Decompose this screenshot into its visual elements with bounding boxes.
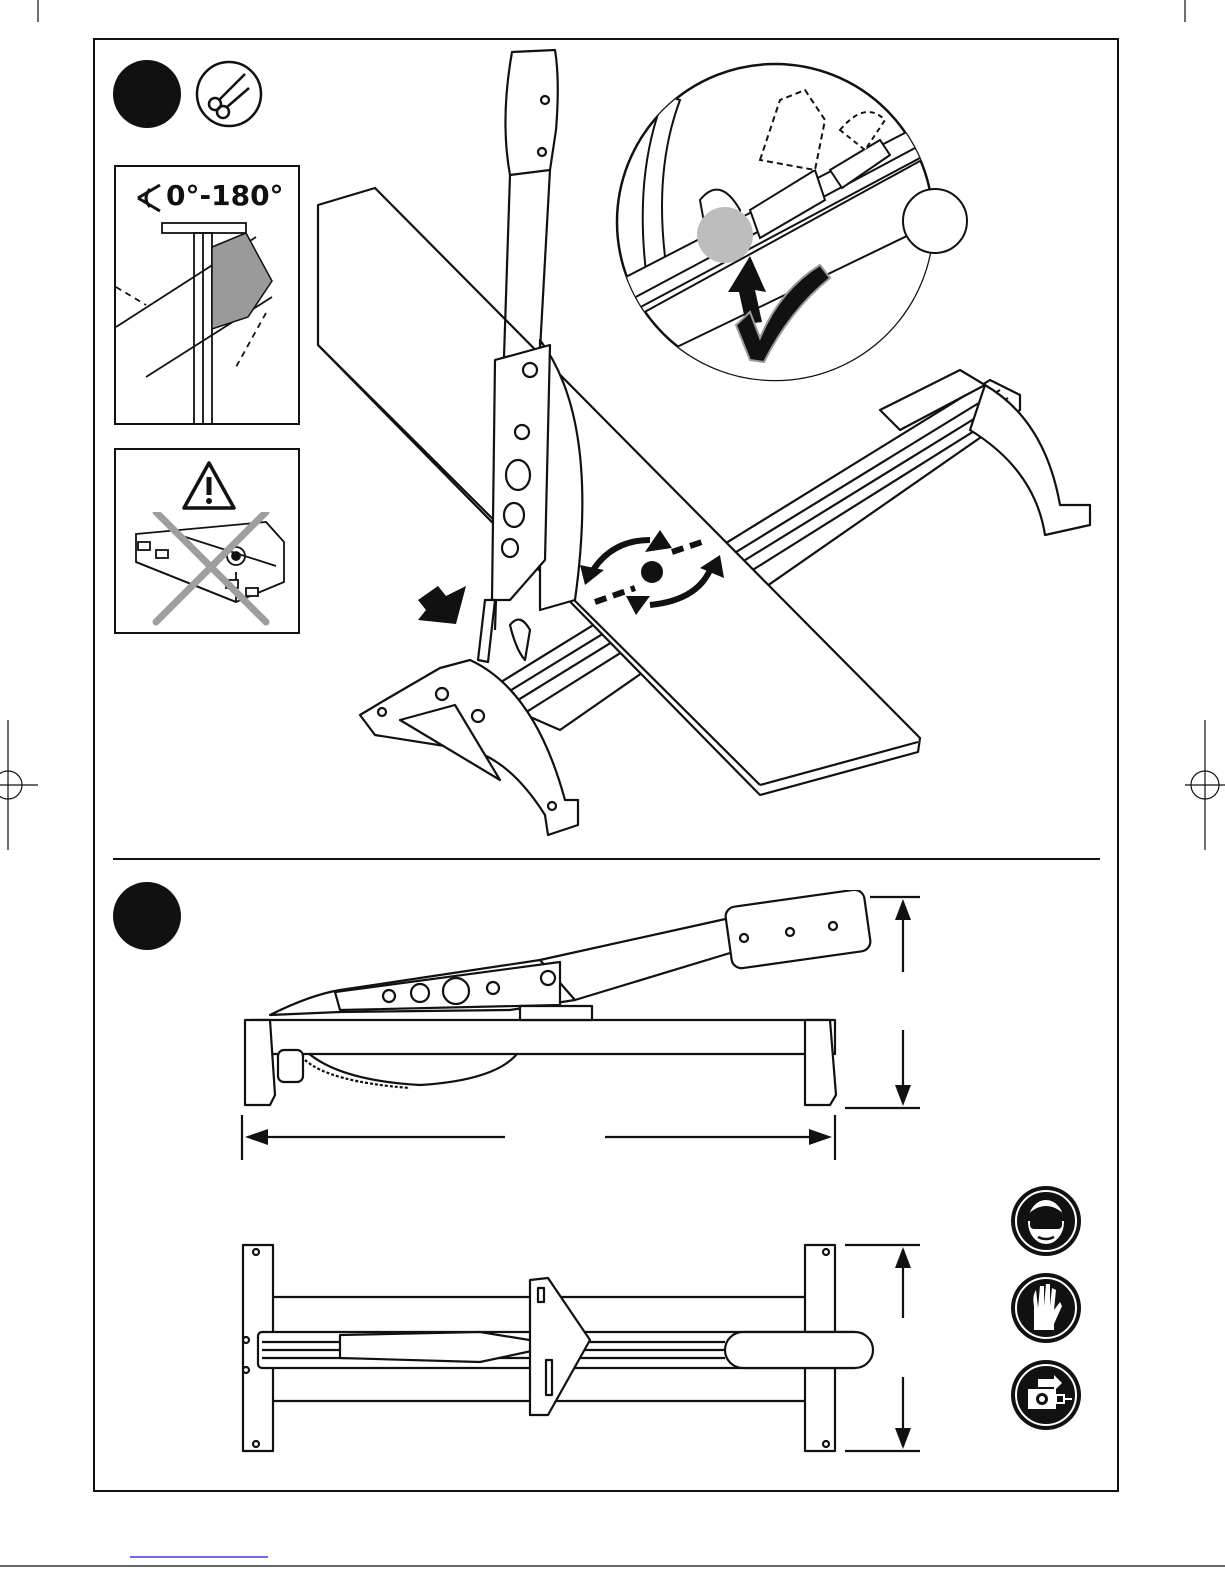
warning-triangle-icon xyxy=(181,460,237,512)
safety-gloves-icon xyxy=(1010,1272,1082,1344)
read-manual-icon xyxy=(1010,1359,1082,1431)
depth-dimension xyxy=(840,1238,930,1460)
height-dimension xyxy=(840,890,930,1115)
warning-panel xyxy=(114,448,300,634)
safety-goggles-icon xyxy=(1010,1185,1082,1257)
detail-zoom-circle xyxy=(610,60,940,385)
side-view-illustration xyxy=(235,890,935,1160)
scissors-icon xyxy=(195,60,263,128)
push-arrow-icon xyxy=(418,586,466,624)
detail-step-circle xyxy=(902,188,968,254)
section-divider xyxy=(113,858,1100,860)
top-view-illustration xyxy=(235,1240,935,1460)
angle-diagram xyxy=(116,217,300,425)
step-badge-2 xyxy=(113,882,181,950)
warning-diagram xyxy=(116,512,300,634)
angle-icon xyxy=(132,181,166,215)
angle-panel: 0°-180° xyxy=(114,165,300,425)
step-badge-1 xyxy=(113,60,181,128)
angle-range-label: 0°-180° xyxy=(166,179,284,213)
